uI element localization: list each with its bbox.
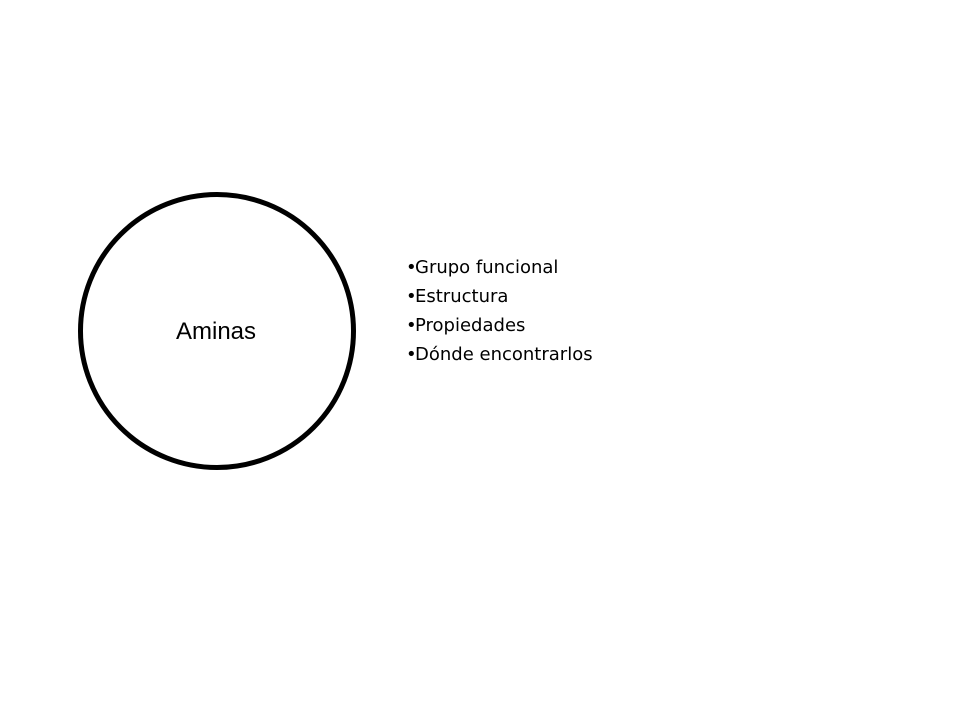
bullet-dot: •: [406, 286, 417, 307]
bullet-item: • Dónde encontrarlos: [406, 340, 593, 369]
bullet-text: Estructura: [415, 286, 509, 307]
topic-circle: Aminas: [78, 192, 356, 470]
bullet-item: • Grupo funcional: [406, 253, 593, 282]
bullet-text: Propiedades: [415, 315, 526, 336]
bullet-dot: •: [406, 315, 417, 336]
bullet-text: Dónde encontrarlos: [415, 344, 593, 365]
topic-label: Aminas: [175, 318, 257, 345]
bullet-text: Grupo funcional: [415, 257, 559, 278]
bullet-list: • Grupo funcional • Estructura • Propied…: [406, 253, 593, 369]
bullet-dot: •: [406, 257, 417, 278]
bullet-item: • Estructura: [406, 282, 593, 311]
bullet-dot: •: [406, 344, 417, 365]
bullet-item: • Propiedades: [406, 311, 593, 340]
